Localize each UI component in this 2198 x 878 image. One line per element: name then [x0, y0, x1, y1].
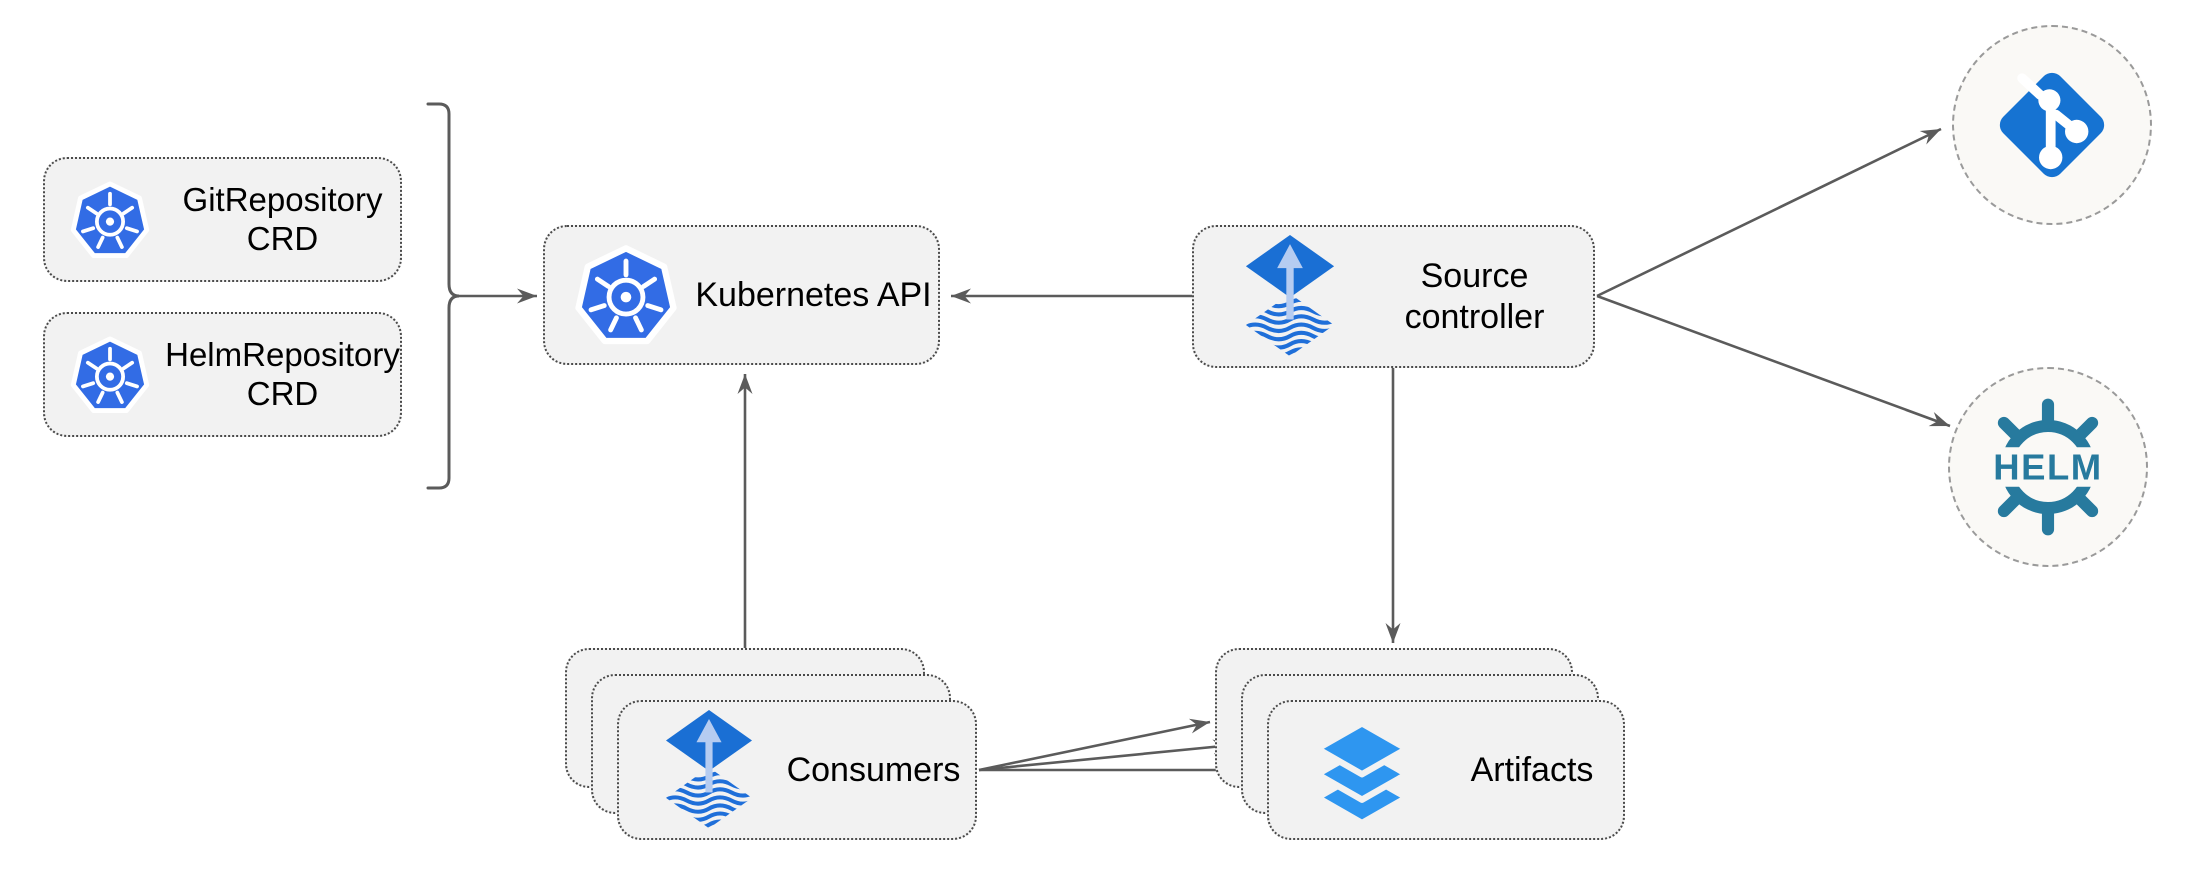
node-consumers: Consumers [617, 700, 977, 840]
node-kubernetes-api: Kubernetes API [543, 225, 940, 365]
node-label: HelmRepository CRD [165, 335, 400, 412]
arrow-source-to-helm [1596, 294, 1951, 428]
arrow-consumers-to-artifacts-1 [978, 718, 1211, 772]
crd-group-bracket [426, 102, 460, 490]
node-label: Kubernetes API [695, 275, 932, 314]
node-label: Consumers [786, 750, 961, 789]
kubernetes-icon [70, 180, 150, 258]
arrow-source-to-git [1596, 127, 1942, 298]
helm-logo-text: HELM [1993, 447, 2102, 488]
kubernetes-icon [70, 335, 150, 413]
kubernetes-icon [575, 245, 677, 345]
node-gitrepository-crd: GitRepository CRD [43, 157, 402, 282]
node-label: Source controller [1404, 257, 1545, 336]
node-helmrepository-crd: HelmRepository CRD [43, 312, 402, 437]
node-artifacts: Artifacts [1267, 700, 1625, 840]
node-label: GitRepository CRD [182, 180, 383, 257]
flux-icon [665, 709, 753, 828]
node-label: Artifacts [1470, 750, 1594, 789]
node-source-controller: Source controller [1192, 225, 1595, 368]
flux-icon [1245, 234, 1335, 356]
arrow-consumers-to-artifacts-2 [978, 739, 1234, 772]
endpoint-git-remote [1952, 25, 2152, 225]
endpoint-helm-remote: HELM [1948, 367, 2148, 567]
git-icon [1999, 72, 2105, 178]
layers-icon [1314, 720, 1410, 823]
helm-icon: HELM [1981, 398, 2115, 536]
